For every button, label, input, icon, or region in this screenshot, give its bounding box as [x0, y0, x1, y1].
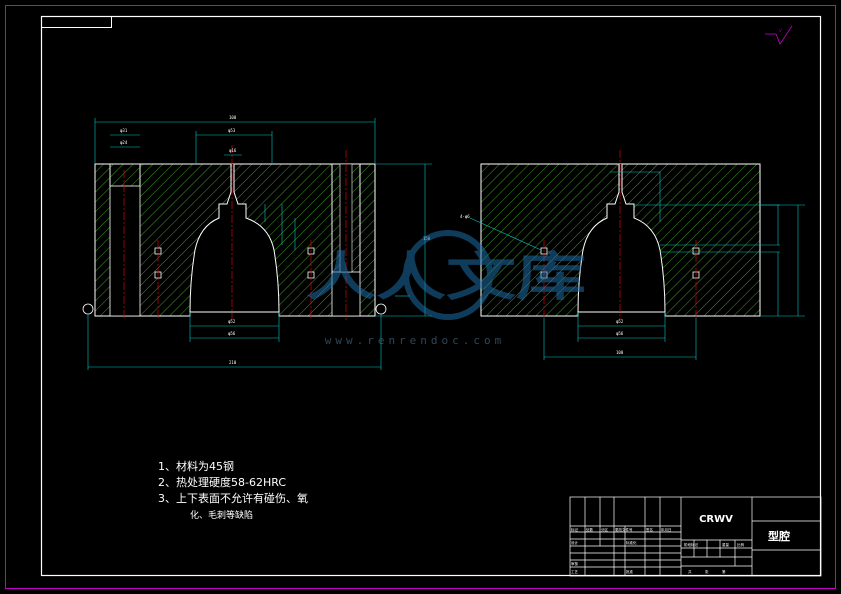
svg-text:φ52: φ52 — [228, 319, 236, 324]
part-name: 型腔 — [768, 529, 790, 543]
material-code: CRWV — [699, 514, 733, 525]
svg-text:人人文库: 人人文库 — [306, 248, 586, 308]
svg-text:4-φ6: 4-φ6 — [460, 214, 470, 219]
svg-text:标记: 标记 — [571, 527, 579, 532]
svg-text:φ56: φ56 — [616, 331, 624, 336]
svg-text:www.renrendoc.com: www.renrendoc.com — [325, 334, 506, 347]
svg-text:φ52: φ52 — [616, 319, 624, 324]
svg-text:更改文件号: 更改文件号 — [615, 527, 633, 532]
svg-text:100: 100 — [229, 115, 237, 120]
left-section-view: 100 φ31 φ24 φ53 φ16 210 φ56 φ52 150 — [82, 115, 432, 370]
note-line-2: 2、热处理硬度58-62HRC — [158, 475, 286, 489]
svg-text:审核: 审核 — [571, 561, 579, 566]
svg-text:年月日: 年月日 — [661, 527, 672, 532]
roughness-symbol-icon: √ — [765, 25, 793, 45]
svg-text:重量: 重量 — [722, 542, 730, 547]
svg-text:分区: 分区 — [601, 527, 609, 532]
svg-text:阶段标记: 阶段标记 — [684, 542, 698, 547]
svg-text:φ31: φ31 — [120, 128, 128, 133]
svg-text:φ53: φ53 — [228, 128, 236, 133]
svg-text:φ56: φ56 — [228, 331, 236, 336]
svg-text:210: 210 — [229, 360, 237, 365]
technical-notes: 1、材料为45钢 2、热处理硬度58-62HRC 3、上下表面不允许有碰伤、氧 … — [158, 459, 308, 521]
svg-text:共: 共 — [688, 569, 692, 574]
svg-text:批准: 批准 — [626, 569, 634, 574]
svg-text:张: 张 — [705, 569, 709, 574]
svg-text:比例: 比例 — [737, 542, 745, 547]
watermark: 人人文库 www.renrendoc.com — [306, 230, 586, 347]
svg-text:工艺: 工艺 — [571, 569, 579, 574]
title-block-labels: 标记 处数 分区 更改文件号 签名 年月日 设计 标准化 审核 工艺 批准 阶段… — [571, 527, 745, 574]
outer-border — [5, 5, 836, 589]
svg-text:φ24: φ24 — [120, 140, 128, 145]
svg-text:处数: 处数 — [586, 527, 594, 532]
note-line-4: 化、毛刺等缺陷 — [190, 509, 253, 521]
title-block — [569, 496, 822, 577]
svg-text:100: 100 — [616, 350, 624, 355]
svg-text:第: 第 — [722, 569, 726, 574]
top-left-label-box — [41, 16, 112, 28]
note-line-3: 3、上下表面不允许有碰伤、氧 — [158, 491, 308, 505]
svg-text:标准化: 标准化 — [626, 540, 637, 545]
svg-text:设计: 设计 — [571, 540, 579, 545]
svg-text:签名: 签名 — [646, 527, 653, 532]
svg-text:φ16: φ16 — [229, 148, 237, 153]
svg-text:√: √ — [779, 28, 783, 34]
right-section-view: φ52 φ56 100 4-φ6 — [460, 150, 805, 360]
drawing-frame — [40, 15, 822, 577]
note-line-1: 1、材料为45钢 — [158, 459, 234, 473]
